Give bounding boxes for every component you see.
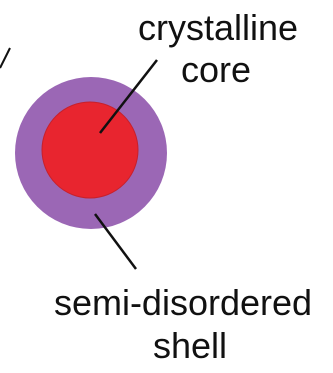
shell-leader-line bbox=[93, 213, 138, 270]
core-leader-line bbox=[99, 59, 158, 134]
core-label-line1: crystalline bbox=[137, 7, 299, 48]
core-label-line2: core bbox=[180, 49, 252, 90]
shell-label-line1: semi-disordered bbox=[53, 282, 313, 323]
core-circle bbox=[41, 101, 139, 199]
shell-label-line2: shell bbox=[152, 325, 228, 366]
edge-mark-line bbox=[0, 47, 11, 69]
